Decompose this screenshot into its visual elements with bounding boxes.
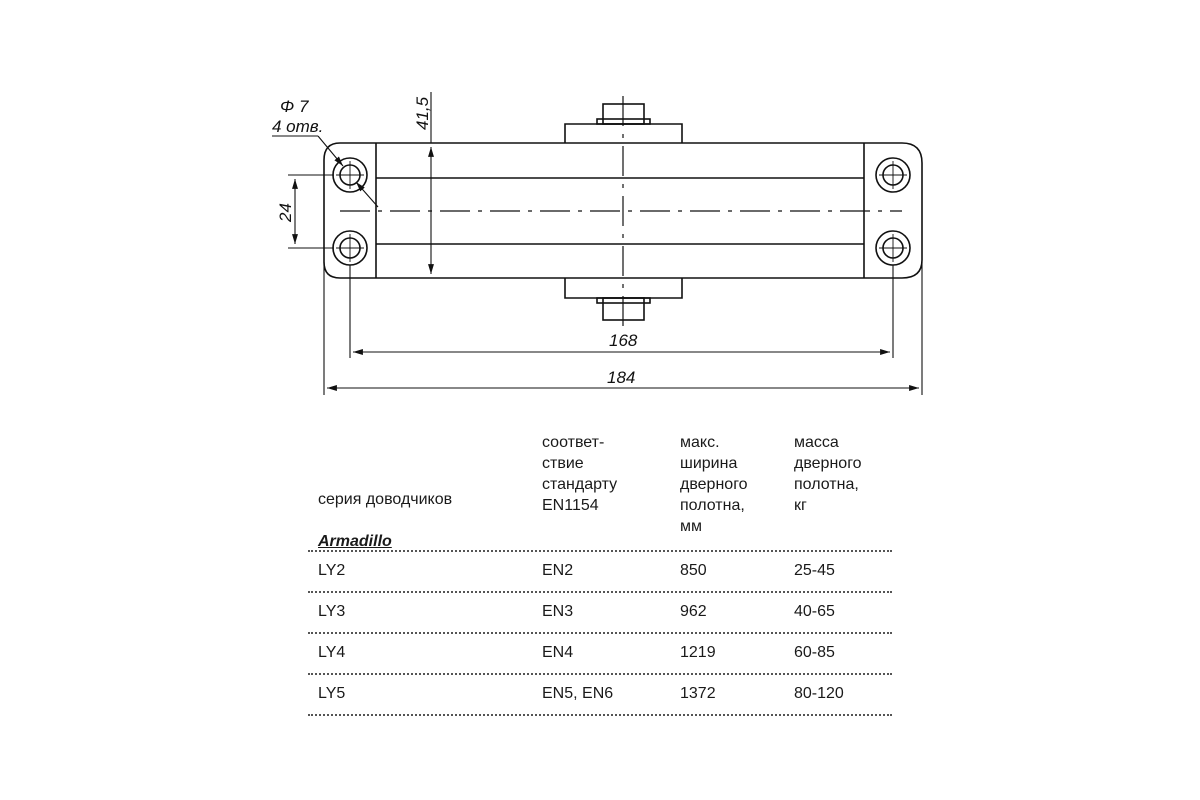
specs-table-header: серия доводчиков Armadillo соответ- стви… xyxy=(308,432,892,550)
mounting-hole-bottom-left xyxy=(332,230,368,266)
dim-label-height: 41,5 xyxy=(413,96,432,130)
cell-mass: 25-45 xyxy=(794,562,835,579)
cell-mass: 80-120 xyxy=(794,685,844,702)
header-brand-name: Armadillo xyxy=(318,533,392,550)
cell-model: LY3 xyxy=(318,603,346,620)
table-row: LY2 EN2 850 25-45 xyxy=(308,550,892,591)
cell-standard: EN2 xyxy=(542,562,574,579)
table-row: LY3 EN3 962 40-65 xyxy=(308,591,892,632)
door-closer-technical-drawing: Φ 7 4 отв. 41,5 24 168 184 xyxy=(272,92,923,395)
dim-label-hole-spacing: 24 xyxy=(276,203,295,223)
hole-leader-arrow-2 xyxy=(355,181,379,208)
header-series: серия доводчиков Armadillo xyxy=(318,468,452,552)
top-housing xyxy=(564,123,683,143)
cell-model: LY2 xyxy=(318,562,346,579)
cell-width: 1219 xyxy=(680,644,716,661)
cell-standard: EN3 xyxy=(542,603,574,620)
cell-mass: 40-65 xyxy=(794,603,835,620)
cell-standard: EN4 xyxy=(542,644,574,661)
header-max-width: макс. ширина дверного полотна, мм xyxy=(680,434,748,535)
cell-width: 962 xyxy=(680,603,707,620)
cell-standard: EN5, EN6 xyxy=(542,685,614,702)
cell-model: LY4 xyxy=(318,644,346,661)
dim-label-total-length: 184 xyxy=(607,368,635,387)
cell-model: LY5 xyxy=(318,685,346,702)
mounting-hole-top-left xyxy=(332,157,368,193)
specs-table: серия доводчиков Armadillo соответ- стви… xyxy=(308,432,892,716)
dim-label-hole-diameter: Φ 7 xyxy=(280,97,309,116)
table-row: LY4 EN4 1219 60-85 xyxy=(308,632,892,673)
header-series-label: серия доводчиков xyxy=(318,491,453,508)
cell-mass: 60-85 xyxy=(794,644,835,661)
cell-width: 1372 xyxy=(680,685,716,702)
table-row: LY5 EN5, EN6 1372 80-120 xyxy=(308,673,892,716)
mounting-hole-top-right xyxy=(875,157,911,193)
header-standard: соответ- ствие стандарту EN1154 xyxy=(542,434,618,514)
dim-label-hole-count: 4 отв. xyxy=(272,117,323,136)
cell-width: 850 xyxy=(680,562,707,579)
mounting-plate xyxy=(323,142,923,279)
dim-label-inner-length: 168 xyxy=(609,331,638,350)
hole-leader-arrow xyxy=(317,135,344,167)
header-mass: масса дверного полотна, кг xyxy=(794,434,862,514)
mounting-hole-bottom-right xyxy=(875,230,911,266)
